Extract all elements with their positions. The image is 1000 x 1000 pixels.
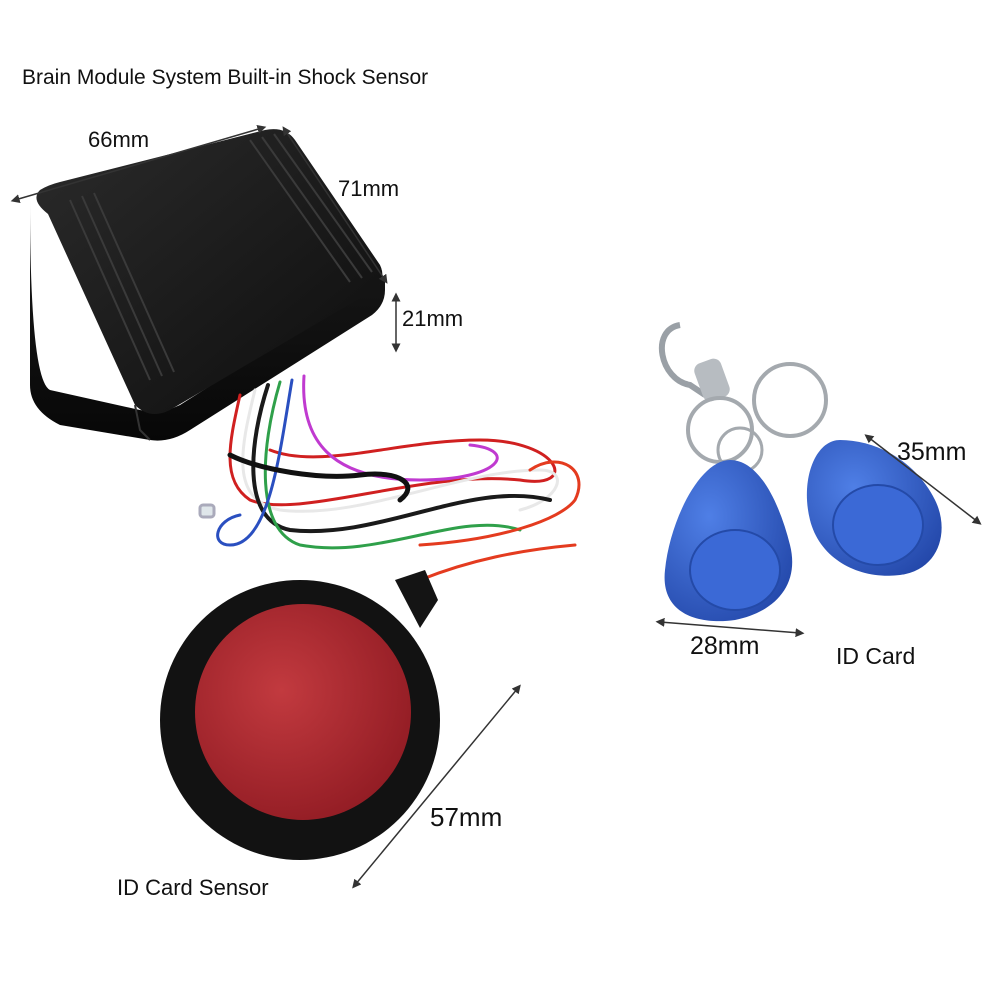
dimension-66mm-label: 66mm (88, 127, 150, 152)
keyring-left (686, 396, 754, 464)
arrow-28mm (655, 617, 805, 638)
id-card-label: ID Card (836, 643, 916, 669)
arrow-57mm (352, 684, 521, 889)
arrow-66mm (10, 124, 267, 204)
id-card-sensor (160, 570, 440, 860)
dimension-28mm-label: 28mm (690, 632, 760, 660)
module-top-face (36, 129, 383, 414)
module-title-label: Brain Module System Built-in Shock Senso… (22, 66, 429, 89)
sensor-red-pad (195, 604, 411, 820)
arrow-71mm (282, 126, 388, 284)
id-card-sensor-label: ID Card Sensor (117, 875, 269, 900)
brain-module (30, 129, 385, 441)
dimension-35mm-label: 35mm (897, 438, 967, 466)
wire-bundle (198, 374, 581, 582)
dimension-57mm-label: 57mm (430, 802, 503, 832)
dimension-21mm-label: 21mm (402, 306, 464, 331)
keyring-right (752, 362, 828, 438)
dimension-arrows (10, 124, 982, 889)
arrow-35mm (864, 434, 982, 525)
dimension-71mm-label: 71mm (338, 176, 400, 201)
keyfob-set (659, 322, 942, 622)
